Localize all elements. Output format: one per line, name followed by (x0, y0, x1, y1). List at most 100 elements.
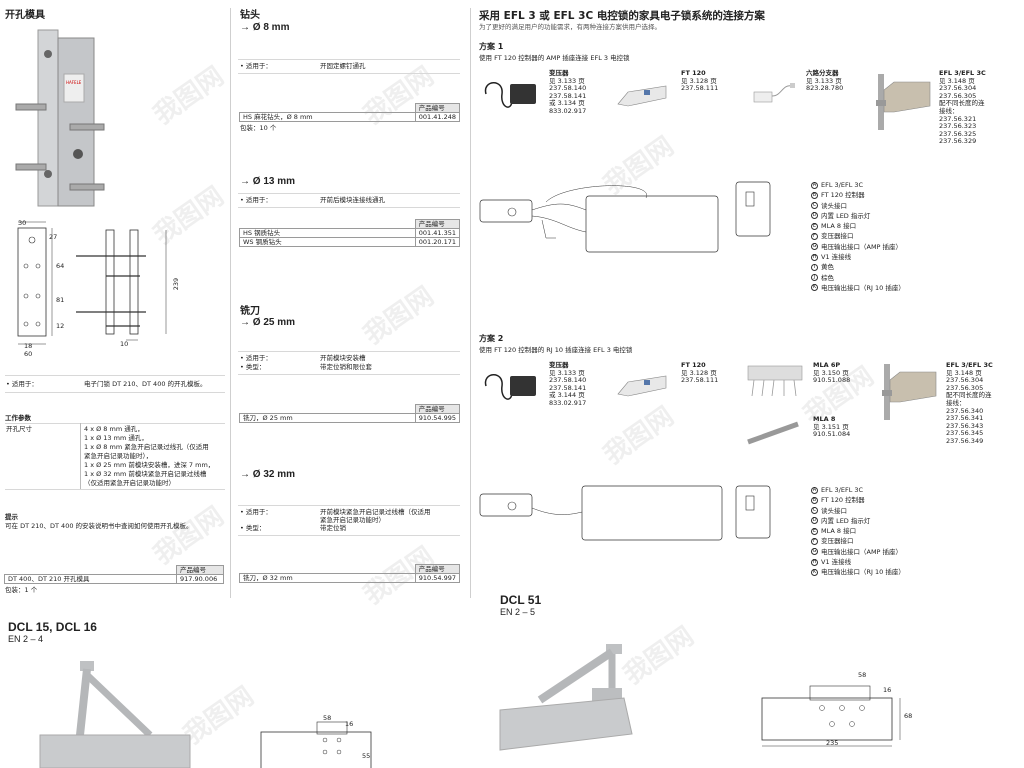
product-name: 变压器 (549, 361, 569, 369)
door-closer-drawing (260, 721, 372, 768)
param-line: 紧急开启记录功能时）， (84, 452, 153, 460)
scheme1-desc: 使用 FT 120 控制器的 AMP 插座连接 EFL 3 电控锁 (479, 54, 630, 62)
watermark: 我图网 (148, 501, 230, 571)
splitter-photo (753, 83, 795, 103)
suit-label: • 适用于： (240, 354, 272, 362)
pack-info: 包装：10 个 (240, 124, 277, 132)
dcl51-sub: EN 2 – 5 (500, 607, 536, 617)
suit-value: 开前模块安装槽 (320, 354, 366, 362)
dim-label: 16 (345, 720, 354, 728)
suit-label: • 适用于： (240, 62, 272, 70)
dim-label: 10 (120, 340, 129, 348)
dim-label: 12 (56, 322, 65, 330)
dcl51-title: DCL 51 (500, 593, 542, 607)
transformer-photo (484, 374, 536, 400)
type-value: 带定位销 (320, 524, 346, 532)
params-title: 工作参数 (5, 414, 31, 422)
dim-label: 64 (56, 262, 65, 270)
product-name: FT 120 (681, 69, 706, 77)
type-label: • 类型： (240, 363, 266, 371)
dim-label: 27 (49, 233, 58, 241)
watermark: 我图网 (598, 401, 680, 471)
wiring-diagram (479, 181, 771, 253)
hint-text: 可在 DT 210、DT 400 的安装说明书中查阅如何使用开孔模板。 (5, 522, 193, 530)
dim-label: 68 (904, 712, 913, 720)
page-subtitle: 为了更好的满足用户的功能需求，有两种连接方案供用户选择。 (479, 23, 661, 31)
dim-label: 16 (883, 686, 892, 694)
param-line: 1 x Ø 8 mm 紧急开启记录过线孔（仅适用 (84, 443, 209, 451)
drilling-jig-photo: HAFELE (15, 29, 105, 207)
param-line: （仅适用紧急开启记录功能时） (84, 479, 175, 487)
efl3-lock-photo (882, 364, 937, 420)
params-label: 开孔尺寸 (6, 425, 32, 433)
svg-text:HAFELE: HAFELE (66, 80, 82, 85)
door-closer-photo (499, 644, 633, 751)
page-title: 采用 EFL 3 或 EFL 3C 电控锁的家具电子锁系统的连接方案 (479, 10, 765, 22)
dim-label: 55 (362, 752, 371, 760)
dim-label: 239 (172, 277, 181, 291)
param-line: 1 x Ø 13 mm 通孔， (84, 434, 148, 442)
dim-label: 30 (18, 219, 27, 227)
suit-value: 紧急开启记录功能时） (320, 516, 385, 524)
dim-label: 60 (24, 350, 33, 358)
param-line: 1 x Ø 32 mm 前模块紧急开启记录过线槽 (84, 470, 207, 478)
mill-25-head: → Ø 25 mm (240, 317, 296, 328)
mill-title: 铣刀 (240, 306, 260, 317)
product-name: MLA 8 (813, 415, 836, 423)
suit-label: • 适用于： (240, 508, 272, 516)
dcl15-title: DCL 15, DCL 16 (8, 620, 97, 634)
scheme2-desc: 使用 FT 120 控制器的 RJ 10 插座连接 EFL 3 电控锁 (479, 346, 633, 354)
product-name: MLA 6P (813, 361, 841, 369)
param-line: 1 x Ø 25 mm 前模块安装槽，进深 7 mm， (84, 461, 215, 469)
jig-technical-drawing (17, 221, 167, 345)
mla6p-photo (747, 365, 803, 397)
suit-value: 开前后模块连接线通孔 (320, 196, 385, 204)
product-name: 变压器 (549, 69, 569, 77)
drill-title: 钻头 (240, 10, 260, 21)
ft120-photo (617, 375, 667, 397)
scheme2-title: 方案 2 (479, 334, 504, 343)
product-name: 六路分支器 (806, 69, 839, 77)
ft120-photo (617, 85, 667, 107)
mla8-photo (747, 421, 799, 445)
efl3-lock-photo (876, 74, 931, 130)
door-closer-photo (39, 661, 191, 768)
transformer-photo (484, 82, 536, 108)
suit-value: 开前模块紧急开启记录过线槽（仅适用 (320, 508, 431, 516)
param-line: 4 x Ø 8 mm 通孔， (84, 425, 144, 433)
pack-info: 包装：1 个 (5, 586, 38, 594)
door-closer-drawing (761, 685, 901, 747)
watermark: 我图网 (358, 281, 440, 351)
watermark: 我图网 (148, 61, 230, 131)
dim-label: 81 (56, 296, 65, 304)
product-name: FT 120 (681, 361, 706, 369)
hint-title: 提示 (5, 513, 18, 521)
table-header: 产品编号 (176, 564, 224, 576)
suit-label: • 适用于： (240, 196, 272, 204)
product-name: EFL 3/EFL 3C (946, 361, 993, 369)
wiring-diagram (479, 485, 771, 541)
type-label: • 类型： (240, 524, 266, 532)
drill-13-head: → Ø 13 mm (240, 176, 296, 187)
dim-label: 18 (24, 342, 33, 350)
suitable-label: • 适用于： (6, 380, 38, 388)
drill-8-head: → Ø 8 mm (240, 22, 290, 33)
dim-label: 58 (858, 671, 867, 679)
dim-label: 235 (826, 739, 839, 747)
product-name: EFL 3/EFL 3C (939, 69, 986, 77)
type-value: 带定位销和限位套 (320, 363, 372, 371)
section-title: 开孔模具 (5, 10, 45, 21)
mill-32-head: → Ø 32 mm (240, 469, 296, 480)
